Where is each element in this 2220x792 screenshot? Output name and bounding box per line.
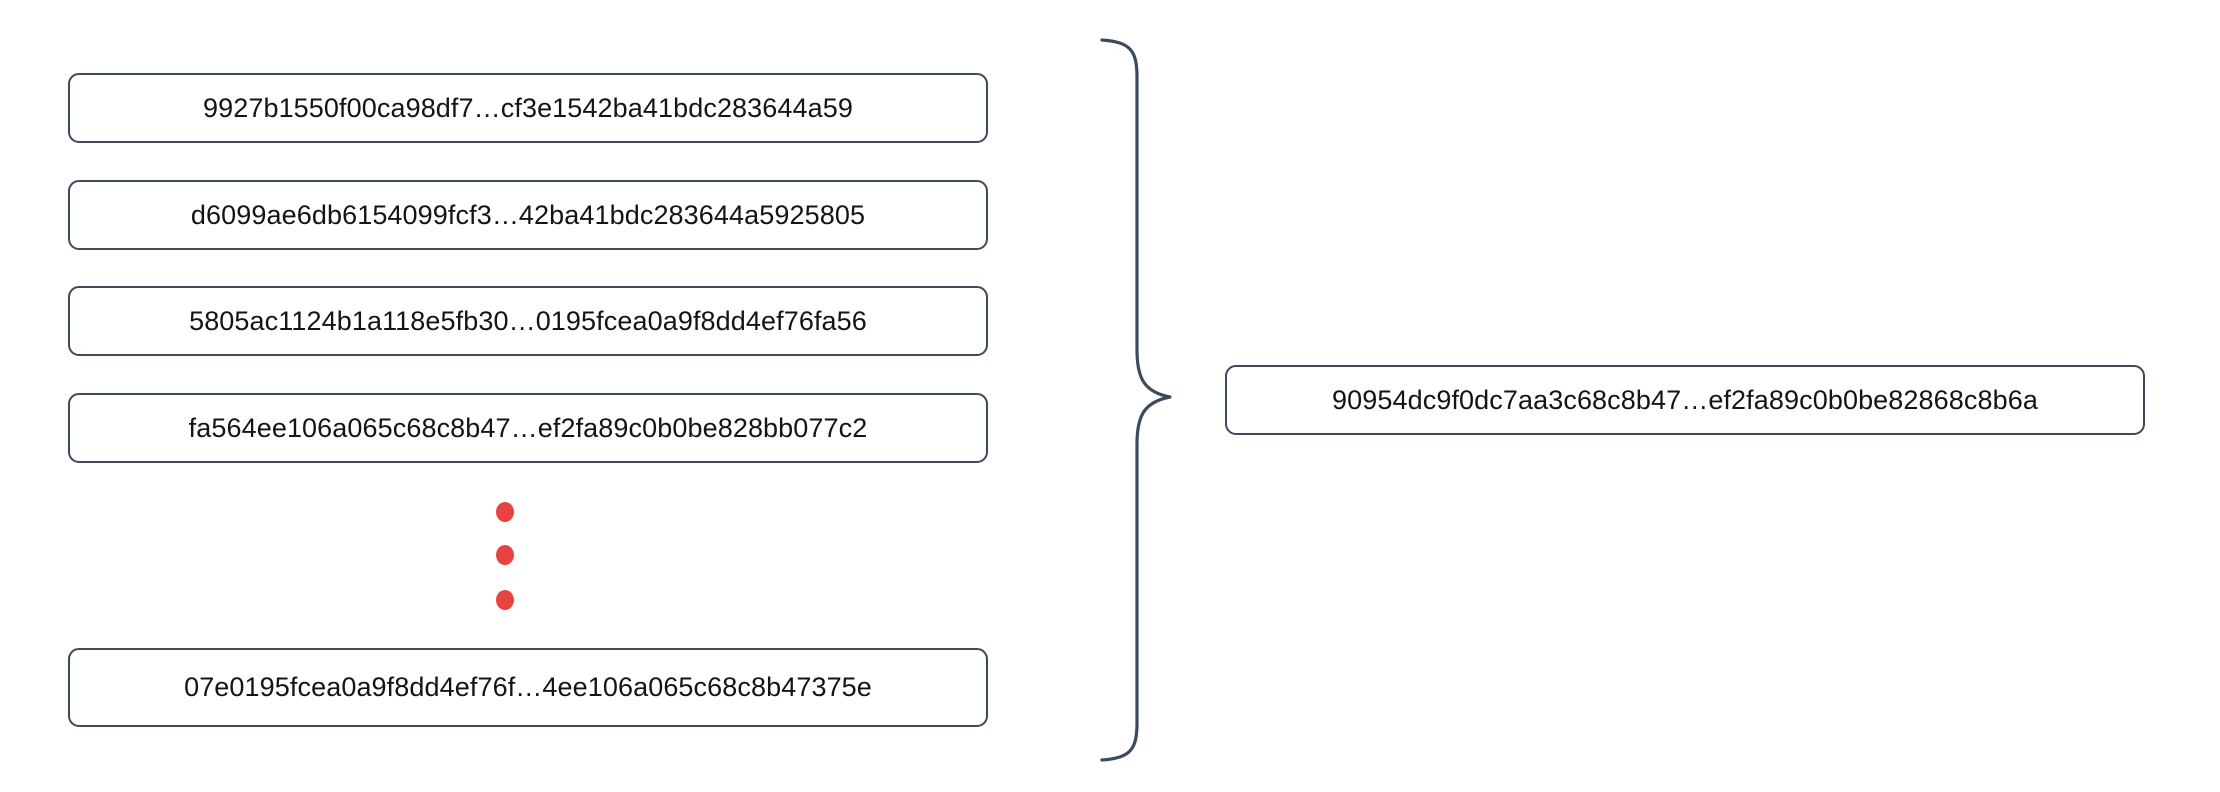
input-hash-box-1: 9927b1550f00ca98df7…cf3e1542ba41bdc28364…	[68, 73, 988, 143]
brace-path	[1100, 38, 1172, 762]
input-hash-text-3: 5805ac1124b1a118e5fb30…0195fcea0a9f8dd4e…	[189, 305, 867, 336]
ellipsis-dot-icon	[496, 590, 514, 610]
input-hash-box-2: d6099ae6db6154099fcf3…42ba41bdc283644a59…	[68, 180, 988, 250]
ellipsis-dot-icon	[496, 502, 514, 522]
input-hash-box-3: 5805ac1124b1a118e5fb30…0195fcea0a9f8dd4e…	[68, 286, 988, 356]
output-hash-box: 90954dc9f0dc7aa3c68c8b47…ef2fa89c0b0be82…	[1225, 365, 2145, 435]
input-hash-text-2: d6099ae6db6154099fcf3…42ba41bdc283644a59…	[190, 199, 866, 230]
input-hash-box-4: fa564ee106a065c68c8b47…ef2fa89c0b0be828b…	[68, 393, 988, 463]
output-hash-text: 90954dc9f0dc7aa3c68c8b47…ef2fa89c0b0be82…	[1332, 384, 2038, 415]
grouping-brace	[1040, 20, 1190, 780]
input-hash-text-1: 9927b1550f00ca98df7…cf3e1542ba41bdc28364…	[202, 92, 853, 123]
input-hash-text-last: 07e0195fcea0a9f8dd4ef76f…4ee106a065c68c8…	[184, 672, 872, 702]
input-hash-text-4: fa564ee106a065c68c8b47…ef2fa89c0b0be828b…	[188, 412, 868, 443]
vertical-ellipsis-dots	[496, 500, 526, 618]
input-hash-box-last: 07e0195fcea0a9f8dd4ef76f…4ee106a065c68c8…	[68, 648, 988, 727]
ellipsis-dot-icon	[496, 545, 514, 565]
